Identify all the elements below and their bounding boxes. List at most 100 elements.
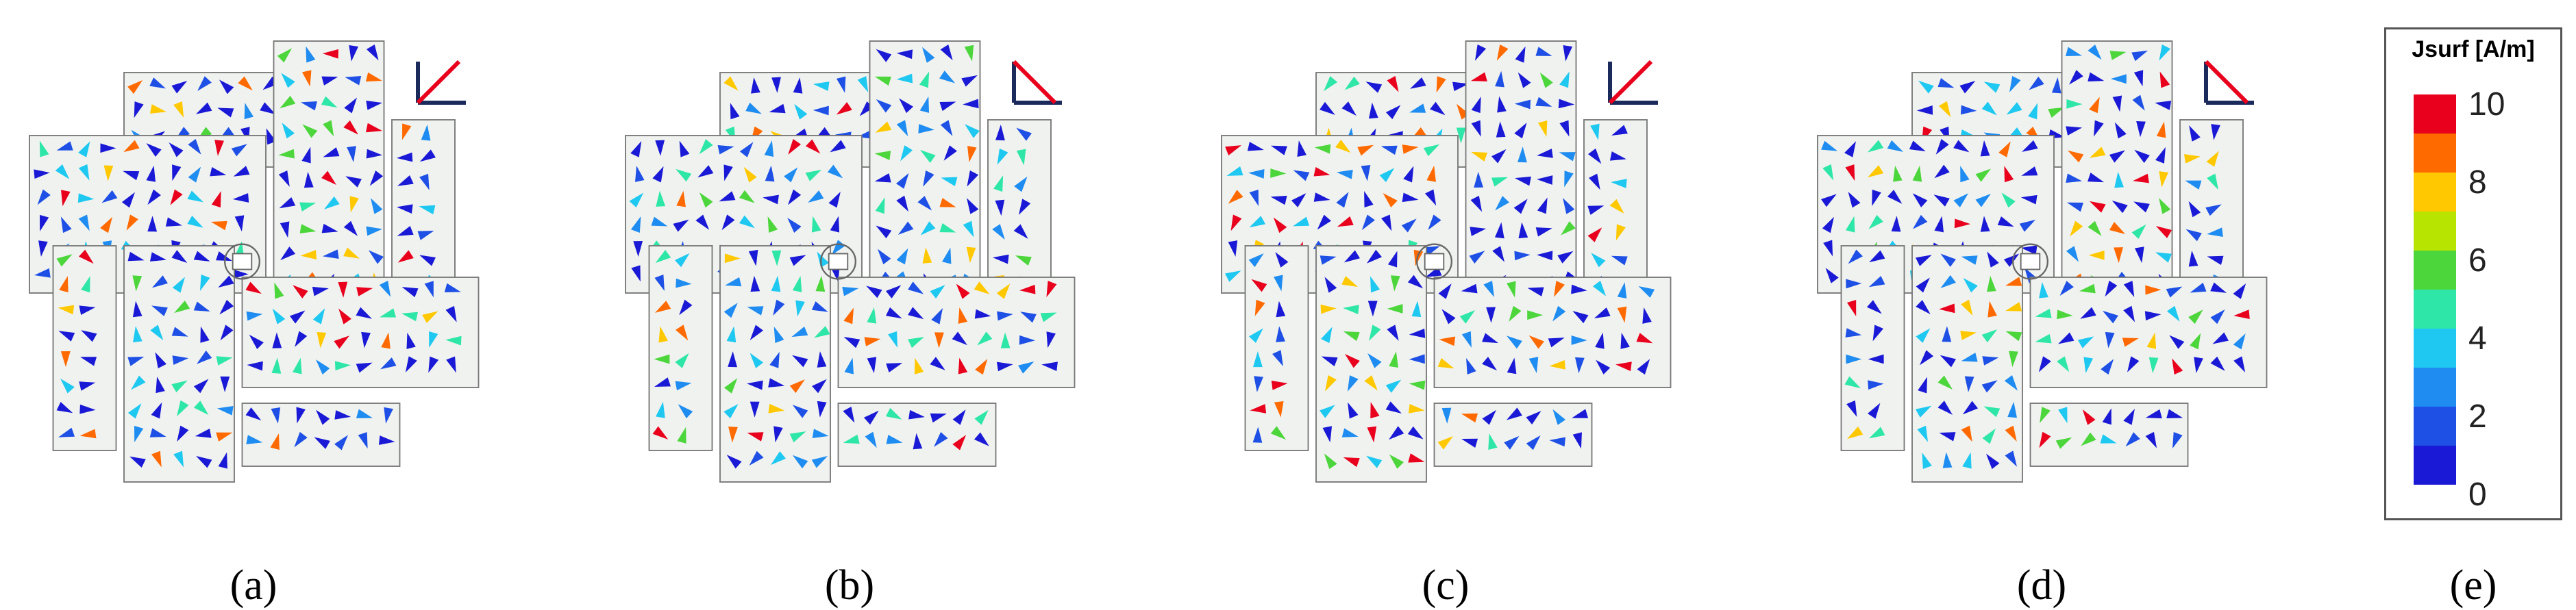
current-arrow — [1912, 214, 1928, 229]
current-arrow — [747, 432, 764, 442]
current-arrow — [280, 246, 296, 261]
current-arrow — [1846, 216, 1855, 233]
current-arrow — [2190, 282, 2207, 293]
current-arrow — [977, 331, 993, 346]
legend-color-swatch — [2414, 134, 2456, 173]
current-arrow — [1228, 190, 1243, 204]
polarization-indicator — [1012, 60, 1062, 105]
current-arrow — [2020, 194, 2038, 205]
current-arrow — [1247, 142, 1264, 151]
current-arrow — [417, 231, 434, 240]
current-arrow — [1596, 359, 1611, 374]
current-arrow — [419, 149, 436, 162]
current-arrow — [1981, 380, 1998, 393]
current-arrow — [995, 199, 1005, 216]
current-arrow — [728, 351, 738, 368]
current-arrow — [2146, 332, 2157, 349]
current-arrow — [914, 357, 924, 374]
current-arrow — [312, 308, 325, 325]
current-arrow — [843, 307, 854, 325]
current-arrow — [1572, 311, 1589, 324]
current-arrow — [2123, 305, 2135, 322]
current-arrow — [1341, 276, 1359, 288]
current-arrow — [2156, 121, 2166, 138]
current-arrow — [419, 173, 430, 190]
current-arrow — [1527, 310, 1544, 320]
current-arrow — [1385, 401, 1402, 414]
current-arrow — [55, 164, 70, 179]
legend-tick: 2 — [2468, 398, 2487, 435]
current-arrow — [773, 327, 784, 344]
current-arrow — [997, 148, 1008, 165]
current-arrow — [127, 251, 145, 262]
current-arrow — [151, 402, 162, 419]
current-arrow — [725, 277, 742, 287]
current-arrow — [77, 193, 95, 203]
current-arrow — [249, 334, 264, 349]
current-arrow — [1409, 380, 1426, 390]
current-arrow — [2207, 255, 2224, 266]
current-map-d — [1817, 40, 2268, 483]
current-arrow — [343, 247, 360, 259]
current-arrow — [338, 281, 348, 298]
current-arrow — [676, 278, 692, 288]
current-arrow — [768, 378, 785, 387]
current-arrow — [1868, 275, 1885, 288]
current-arrow — [751, 77, 760, 94]
current-arrow — [1337, 170, 1353, 179]
current-arrow — [1848, 192, 1861, 208]
current-arrow — [1389, 351, 1398, 368]
current-arrow — [2207, 227, 2223, 238]
current-arrow — [1527, 287, 1544, 296]
current-arrow — [172, 277, 186, 293]
current-arrow — [2081, 432, 2096, 446]
current-arrow — [302, 124, 318, 138]
current-arrow — [193, 301, 210, 312]
current-arrow — [260, 102, 276, 115]
current-map-a — [29, 40, 480, 483]
current-arrow — [1939, 303, 1955, 314]
current-arrow — [652, 426, 669, 440]
current-arrow — [2185, 180, 2202, 190]
current-arrow — [234, 215, 245, 232]
current-arrow — [877, 249, 891, 265]
current-arrow — [697, 165, 714, 178]
current-arrow — [1297, 140, 1306, 157]
current-arrow — [1867, 165, 1884, 178]
current-arrow — [1537, 149, 1553, 158]
current-arrow — [1942, 452, 1953, 468]
current-arrow — [81, 276, 90, 293]
current-arrow — [1337, 216, 1354, 227]
current-arrow — [1461, 438, 1478, 448]
current-arrow — [419, 205, 436, 215]
current-arrow — [2233, 309, 2250, 320]
metal-patch — [2029, 277, 2268, 388]
current-arrow — [1320, 101, 1335, 115]
polarization-indicator — [2204, 60, 2254, 105]
current-arrow — [913, 433, 923, 450]
current-arrow — [1389, 426, 1404, 440]
current-arrow — [1518, 222, 1528, 239]
current-arrow — [1389, 454, 1404, 469]
current-arrow — [2035, 309, 2052, 318]
current-arrow — [1317, 214, 1331, 230]
caption-d: (d) — [2016, 562, 2067, 609]
current-arrow — [245, 281, 262, 294]
current-arrow — [992, 224, 1005, 240]
current-arrow — [1848, 249, 1863, 264]
current-arrow — [2145, 431, 2157, 448]
current-arrow — [2211, 124, 2220, 140]
current-arrow — [277, 48, 293, 63]
current-arrow — [885, 307, 902, 319]
current-arrow — [2079, 283, 2096, 294]
current-arrow — [1938, 101, 1951, 118]
current-arrow — [1846, 279, 1862, 289]
current-arrow — [343, 220, 358, 236]
current-arrow — [1456, 127, 1466, 144]
current-arrow — [1592, 281, 1607, 296]
current-arrow — [1409, 103, 1426, 113]
current-arrow — [1383, 193, 1398, 207]
current-arrow — [1844, 141, 1857, 157]
current-arrow — [1961, 353, 1978, 362]
current-arrow — [789, 255, 806, 266]
